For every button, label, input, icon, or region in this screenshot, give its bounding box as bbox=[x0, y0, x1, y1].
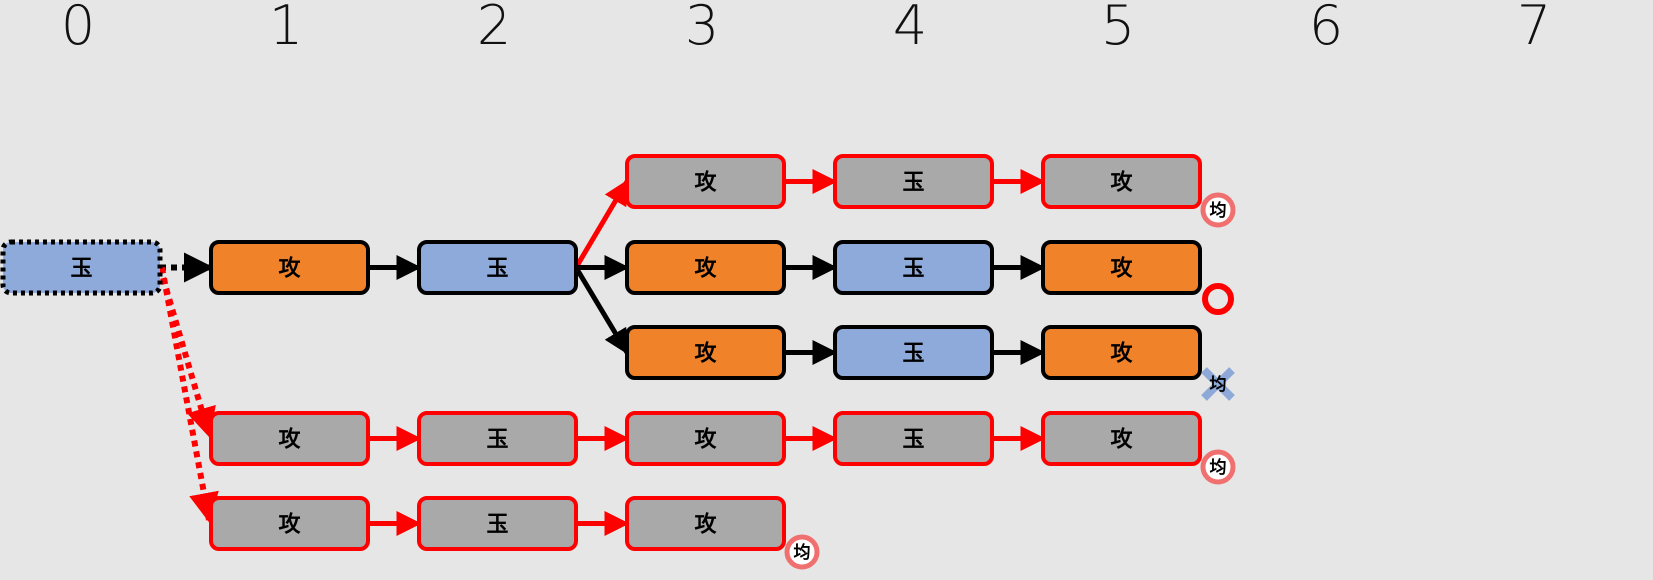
node-box bbox=[417, 496, 578, 551]
node-label: 攻 bbox=[278, 427, 301, 453]
tree-node-attack: 攻 bbox=[625, 325, 786, 380]
draw-badge-icon bbox=[1200, 449, 1236, 485]
cross-icon bbox=[1201, 367, 1235, 401]
column-label: 7 bbox=[1516, 0, 1552, 57]
node-label: 攻 bbox=[1110, 341, 1133, 367]
nodes-layer: 玉攻玉攻玉攻攻玉攻攻玉攻攻玉攻玉攻攻玉攻 bbox=[0, 154, 1202, 551]
draw-badge-label: 均 bbox=[1210, 374, 1227, 395]
node-box bbox=[1041, 411, 1202, 466]
draw-badge-label: 均 bbox=[1210, 200, 1227, 221]
tree-node-gray: 玉 bbox=[417, 411, 578, 466]
edges-layer bbox=[157, 169, 1046, 536]
draw-badge-label: 均 bbox=[1210, 457, 1227, 478]
tree-node-king: 玉 bbox=[833, 325, 994, 380]
result-draw: 均 bbox=[1200, 449, 1236, 485]
node-label: 攻 bbox=[278, 512, 301, 538]
node-box bbox=[625, 411, 786, 466]
node-box bbox=[625, 240, 786, 295]
node-box bbox=[625, 496, 786, 551]
node-box bbox=[1041, 325, 1202, 380]
tree-node-attack: 攻 bbox=[625, 240, 786, 295]
node-box bbox=[625, 154, 786, 209]
node-box bbox=[833, 325, 994, 380]
node-box bbox=[625, 325, 786, 380]
tree-node-gray: 玉 bbox=[417, 496, 578, 551]
edge-arrow bbox=[573, 179, 630, 269]
node-label: 玉 bbox=[902, 342, 924, 367]
result-draw: 均 bbox=[1200, 192, 1236, 228]
node-label: 攻 bbox=[278, 256, 301, 282]
column-label: 3 bbox=[684, 0, 720, 57]
tree-node-gray: 攻 bbox=[625, 411, 786, 466]
node-box bbox=[833, 154, 994, 209]
draw-badge-icon bbox=[784, 534, 820, 570]
column-label: 6 bbox=[1308, 0, 1344, 57]
column-label: 2 bbox=[476, 0, 512, 57]
column-label: 5 bbox=[1100, 0, 1136, 57]
draw-badge-icon bbox=[1200, 192, 1236, 228]
tree-node-gray: 攻 bbox=[625, 496, 786, 551]
result-draw-crossed: 均 bbox=[1201, 367, 1235, 401]
tree-node-attack: 攻 bbox=[1041, 325, 1202, 380]
tree-node-attack: 攻 bbox=[1041, 240, 1202, 295]
tree-node-gray: 攻 bbox=[209, 496, 370, 551]
node-box bbox=[833, 411, 994, 466]
node-box bbox=[1041, 154, 1202, 209]
column-label: 1 bbox=[268, 0, 304, 57]
node-box bbox=[1041, 240, 1202, 295]
edge-arrow bbox=[157, 266, 216, 438]
tree-node-king: 玉 bbox=[833, 240, 994, 295]
node-box bbox=[209, 411, 370, 466]
edge-arrow bbox=[573, 266, 630, 355]
node-label: 玉 bbox=[486, 428, 508, 453]
node-label: 攻 bbox=[1110, 256, 1133, 282]
node-label: 攻 bbox=[1110, 170, 1133, 196]
node-box bbox=[209, 240, 370, 295]
node-label: 攻 bbox=[694, 256, 717, 282]
node-label: 玉 bbox=[902, 257, 924, 282]
node-label: 玉 bbox=[902, 171, 924, 196]
node-box bbox=[417, 240, 578, 295]
node-label: 玉 bbox=[486, 257, 508, 282]
draw-badge-label: 均 bbox=[794, 542, 811, 563]
node-label: 玉 bbox=[902, 428, 924, 453]
tree-node-gray: 攻 bbox=[1041, 411, 1202, 466]
tree-node-king: 玉 bbox=[0, 239, 163, 296]
node-box bbox=[209, 496, 370, 551]
column-label: 0 bbox=[60, 0, 96, 57]
node-label: 攻 bbox=[694, 170, 717, 196]
node-label: 攻 bbox=[694, 512, 717, 538]
node-box bbox=[833, 240, 994, 295]
node-label: 攻 bbox=[694, 341, 717, 367]
result-draw: 均 bbox=[784, 534, 820, 570]
tree-node-gray: 玉 bbox=[833, 411, 994, 466]
tree-node-attack: 攻 bbox=[209, 240, 370, 295]
win-circle-icon bbox=[1202, 283, 1234, 315]
node-label: 玉 bbox=[70, 257, 92, 282]
node-label: 玉 bbox=[486, 513, 508, 538]
result-win-circle bbox=[1202, 283, 1234, 315]
node-box bbox=[0, 239, 163, 296]
node-box bbox=[417, 411, 578, 466]
tree-node-king: 玉 bbox=[417, 240, 578, 295]
column-label: 4 bbox=[892, 0, 928, 57]
tree-node-gray: 攻 bbox=[625, 154, 786, 209]
tree-node-gray: 玉 bbox=[833, 154, 994, 209]
node-label: 攻 bbox=[1110, 427, 1133, 453]
edge-arrow bbox=[159, 266, 219, 523]
tree-node-gray: 攻 bbox=[209, 411, 370, 466]
node-label: 攻 bbox=[694, 427, 717, 453]
tree-node-gray: 攻 bbox=[1041, 154, 1202, 209]
